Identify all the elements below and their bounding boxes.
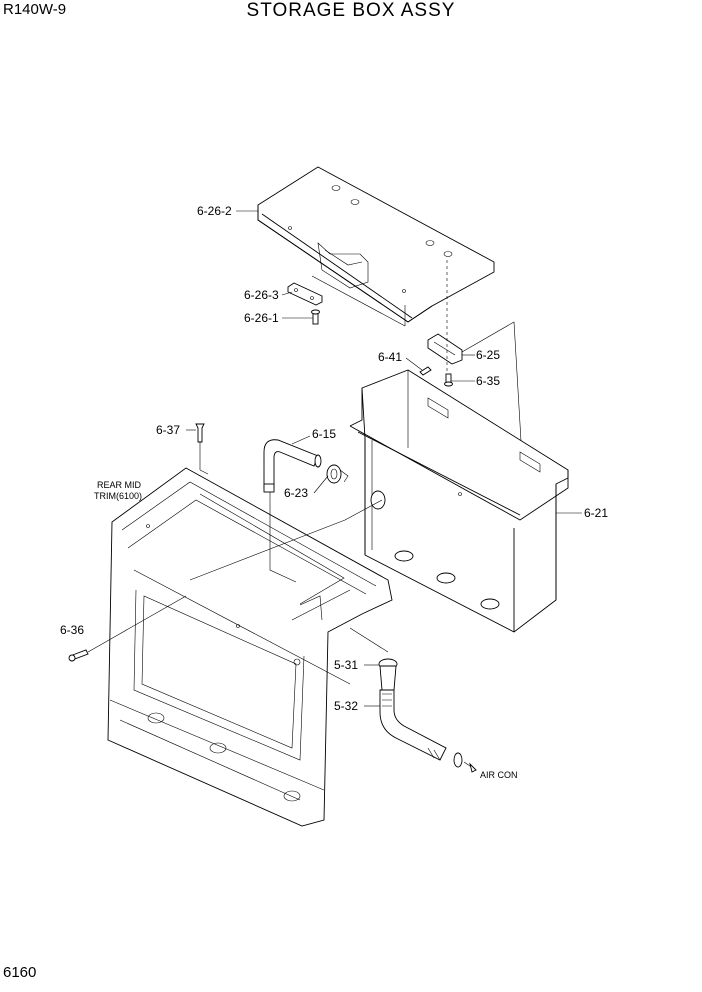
callout-6-26-2: 6-26-2 xyxy=(197,204,232,218)
screw-6-41 xyxy=(419,366,432,376)
model-number: R140W-9 xyxy=(3,1,67,18)
hinge-strap-part xyxy=(287,282,323,306)
air-con-hose-part xyxy=(378,658,477,773)
callout-6-25: 6-25 xyxy=(476,348,500,362)
rear-mid-trim-label-line1: REAR MID xyxy=(97,480,142,490)
callout-5-32: 5-32 xyxy=(334,699,358,713)
hose-part xyxy=(263,439,322,493)
screw-6-36 xyxy=(68,649,89,662)
screw-6-35 xyxy=(444,373,453,387)
callout-6-41: 6-41 xyxy=(378,350,402,364)
storage-box-part xyxy=(349,369,569,633)
rear-mid-trim-label-line2: TRIM(6100) xyxy=(94,491,142,501)
callout-6-21: 6-21 xyxy=(584,506,608,520)
rear-mid-trim xyxy=(107,467,393,827)
screw-6-37 xyxy=(195,423,205,443)
callout-6-26-1: 6-26-1 xyxy=(244,311,279,325)
page-title: STORAGE BOX ASSY xyxy=(246,0,456,21)
callout-6-35: 6-35 xyxy=(476,374,500,388)
air-con-label: AIR CON xyxy=(480,770,518,780)
callout-6-36: 6-36 xyxy=(60,623,84,637)
callout-6-23: 6-23 xyxy=(284,486,308,500)
callout-6-37: 6-37 xyxy=(156,423,180,437)
page-number: 6160 xyxy=(3,964,37,981)
screw-6-26-1 xyxy=(311,309,320,325)
callout-6-26-3: 6-26-3 xyxy=(244,288,279,302)
lid-part xyxy=(257,166,495,327)
callout-leaders xyxy=(186,210,582,707)
hose-clamp-part xyxy=(326,464,349,484)
callout-6-15: 6-15 xyxy=(312,427,336,441)
latch-bracket-part xyxy=(427,333,463,365)
callout-5-31: 5-31 xyxy=(334,658,358,672)
